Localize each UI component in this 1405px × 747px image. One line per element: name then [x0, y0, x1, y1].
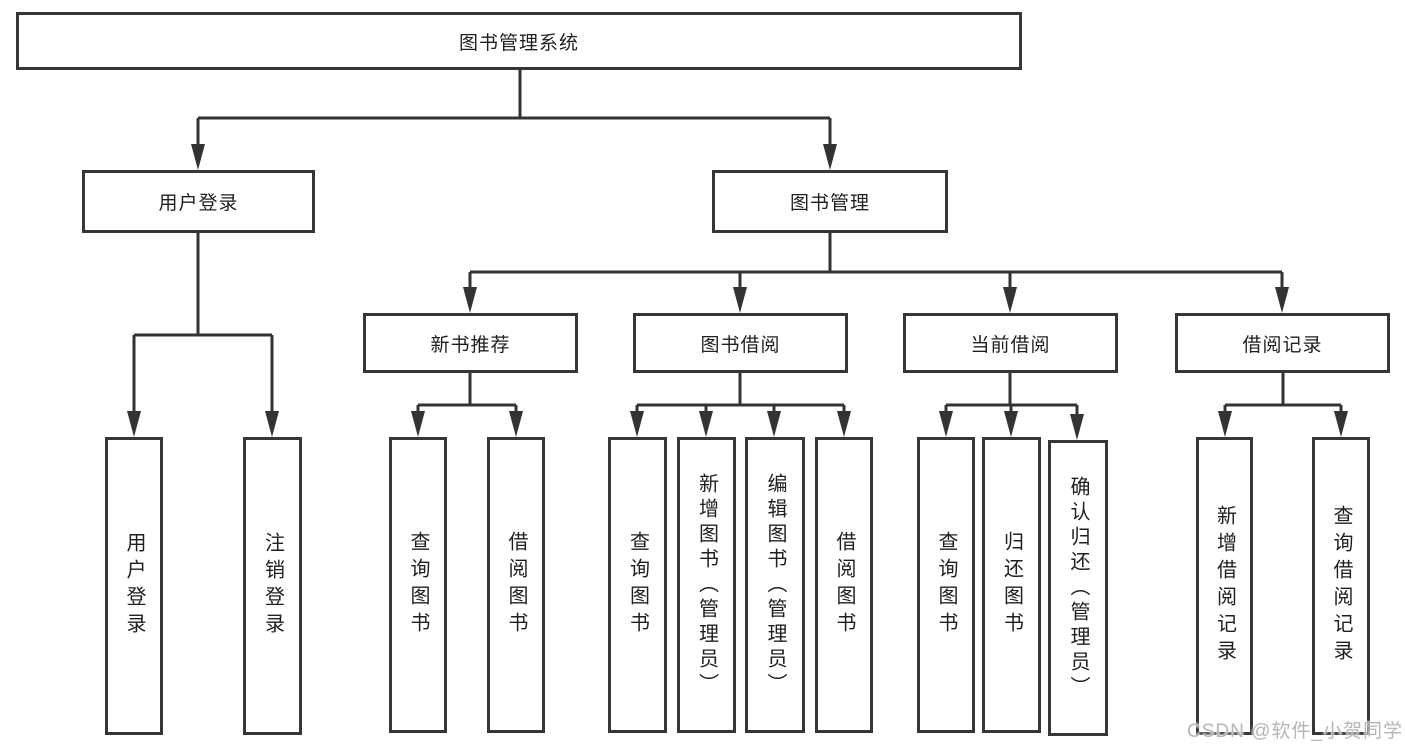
arrow-icon [509, 411, 523, 437]
arrow-icon [1003, 287, 1017, 313]
node-book-borrowing: 图书借阅 [633, 313, 848, 373]
arrow-icon [1070, 414, 1084, 440]
arrow-icon [1004, 411, 1018, 437]
leaf-add-book-admin: 新增图书（管理员） [677, 437, 736, 733]
node-new-book-recommend: 新书推荐 [363, 313, 578, 373]
leaf-query-books-borrow: 查询图书 [608, 437, 667, 733]
leaf-return-book: 归还图书 [982, 437, 1041, 733]
connector-root [196, 70, 832, 148]
node-book-management: 图书管理 [712, 170, 948, 233]
node-current-borrowing: 当前借阅 [903, 313, 1118, 373]
node-root: 图书管理系统 [16, 12, 1022, 70]
leaf-query-borrow-record: 查询借阅记录 [1312, 437, 1370, 735]
leaf-confirm-return-admin: 确认归还（管理员） [1048, 440, 1108, 736]
node-label: 归还图书 [1000, 531, 1023, 639]
arrow-icon [191, 144, 205, 170]
node-label: 查询图书 [626, 531, 649, 639]
node-label: 借阅图书 [505, 531, 527, 639]
leaf-edit-book-admin: 编辑图书（管理员） [745, 437, 805, 733]
arrow-icon [699, 411, 713, 437]
node-label: 注销登录 [261, 532, 284, 640]
node-label: 图书管理系统 [458, 32, 579, 54]
node-label: 确认归还（管理员） [1067, 475, 1089, 701]
connector-book-borrowing [635, 373, 846, 415]
arrow-icon [265, 411, 279, 437]
node-label: 用户登录 [123, 532, 145, 640]
node-label: 新增图书（管理员） [695, 472, 718, 698]
arrow-icon [411, 411, 425, 437]
arrow-icon [939, 411, 953, 437]
node-label: 图书借阅 [700, 334, 781, 356]
arrow-icon [630, 411, 644, 437]
arrow-icon [127, 411, 141, 437]
leaf-borrow-books-2: 借阅图书 [815, 437, 873, 733]
leaf-user-login: 用户登录 [105, 437, 163, 735]
arrow-icon [767, 411, 781, 437]
connector-current-borrowing [944, 373, 1079, 418]
arrow-icon [463, 287, 477, 313]
node-label: 图书管理 [789, 193, 870, 214]
connector-new-book-recommend [416, 373, 518, 415]
connector-user-login [132, 233, 274, 415]
node-label: 查询图书 [935, 531, 957, 639]
connector-book-management [468, 233, 1284, 291]
leaf-query-books-recommend: 查询图书 [389, 437, 447, 733]
csdn-watermark: CSDN @软件_小贺同学 [1187, 721, 1403, 742]
connector-borrowing-records [1223, 373, 1343, 415]
leaf-logout: 注销登录 [243, 437, 302, 735]
node-label: 当前借阅 [970, 334, 1051, 356]
node-user-login-branch: 用户登录 [82, 170, 315, 233]
arrow-icon [1275, 287, 1289, 313]
arrow-icon [1218, 411, 1232, 437]
node-label: 借阅记录 [1242, 334, 1323, 356]
arrow-icon [837, 411, 851, 437]
leaf-borrow-books-recommend: 借阅图书 [487, 437, 545, 733]
node-label: 编辑图书（管理员） [764, 472, 786, 698]
node-label: 借阅图书 [833, 531, 855, 639]
node-label: 查询图书 [407, 531, 429, 639]
node-label: 新书推荐 [430, 334, 511, 356]
arrow-icon [823, 144, 837, 170]
arrow-icon [1334, 411, 1348, 437]
node-borrowing-records: 借阅记录 [1175, 313, 1390, 373]
leaf-query-books-current: 查询图书 [917, 437, 975, 733]
leaf-add-borrow-record: 新增借阅记录 [1196, 437, 1253, 735]
arrowheads [127, 144, 1348, 440]
node-label: 新增借阅记录 [1213, 505, 1236, 667]
node-label: 用户登录 [158, 193, 239, 214]
node-label: 查询借阅记录 [1330, 505, 1352, 667]
arrow-icon [733, 287, 747, 313]
